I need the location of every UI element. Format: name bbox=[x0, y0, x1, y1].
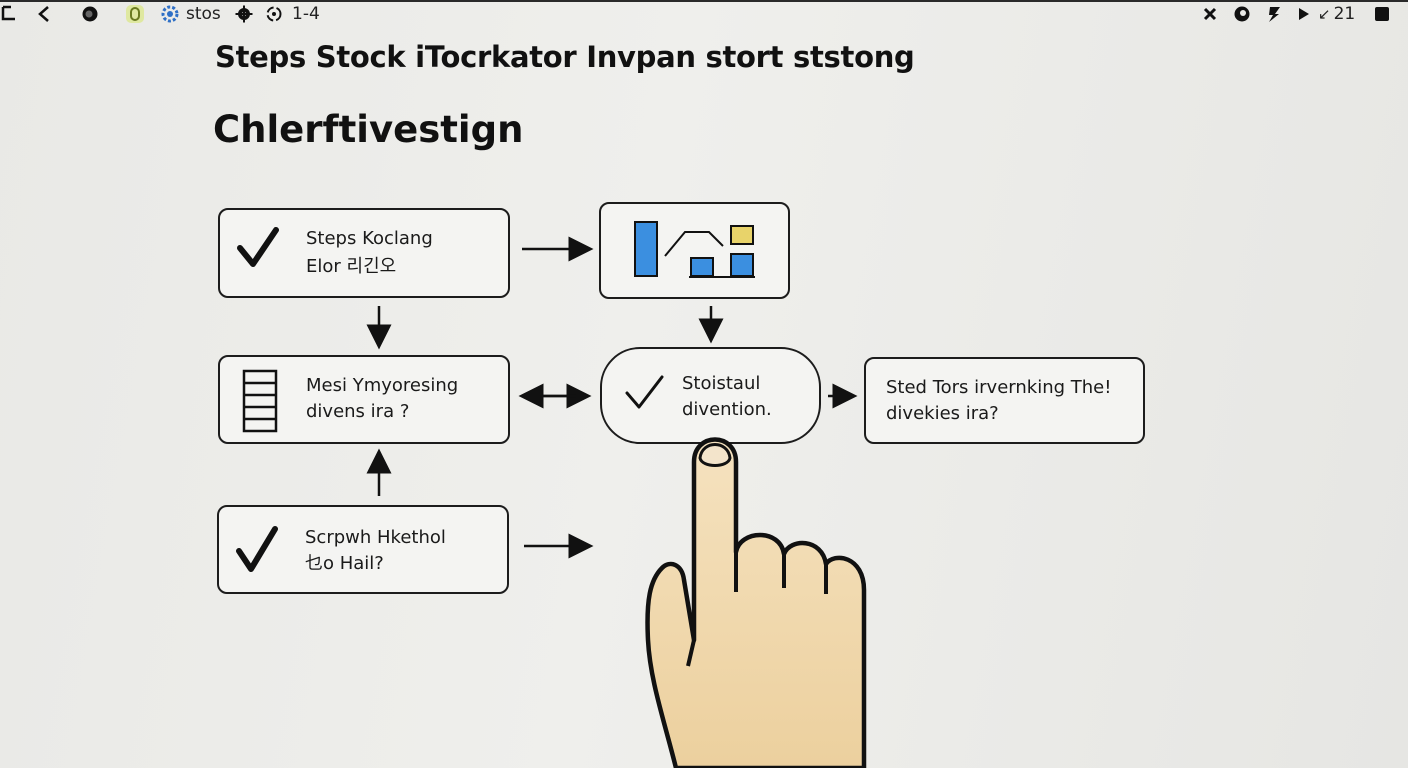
list-icon bbox=[242, 369, 278, 433]
step-3-line-1: Mesi Ymyoresing bbox=[306, 375, 459, 396]
clock-text: ↙21 bbox=[1318, 4, 1356, 24]
sync-icon[interactable] bbox=[264, 3, 284, 25]
page-subtitle: Chlerftivestign bbox=[213, 108, 524, 151]
pointing-hand-icon bbox=[645, 437, 867, 768]
step-5-line-1: Sted Tors irvernking The! bbox=[886, 377, 1112, 398]
app-label: stos bbox=[186, 4, 221, 24]
flow-step-3[interactable]: Mesi Ymyoresing divens ira ? bbox=[218, 355, 510, 444]
gear-icon[interactable] bbox=[234, 3, 254, 25]
step-3-line-2: divens ira ? bbox=[306, 401, 410, 422]
clock-value: 21 bbox=[1333, 4, 1356, 24]
signal-icon bbox=[1264, 3, 1284, 25]
back-icon[interactable] bbox=[34, 3, 54, 25]
app-icon[interactable] bbox=[124, 3, 146, 25]
wifi-icon bbox=[1232, 3, 1252, 25]
step-5-line-2: divekies ira? bbox=[886, 403, 999, 424]
window-icon[interactable] bbox=[0, 3, 18, 25]
bar-chart-icon bbox=[634, 221, 755, 278]
record-icon[interactable] bbox=[80, 3, 100, 25]
step-6-line-1: Scrpwh Hkethol bbox=[305, 527, 446, 548]
page-counter: 1-4 bbox=[292, 4, 320, 24]
page-title: Steps Stock iTocrkator Invpan stort stst… bbox=[215, 40, 915, 74]
battery-icon bbox=[1294, 3, 1314, 25]
checkmark-icon bbox=[237, 227, 279, 267]
screen-top-edge bbox=[0, 0, 1408, 2]
step-6-line-2: 乜o Hail? bbox=[305, 553, 384, 574]
status-bar: stos 1-4 ↙21 bbox=[0, 0, 1408, 30]
flow-step-decision[interactable]: Stoistaul divention. bbox=[600, 347, 821, 444]
flow-step-6[interactable]: Scrpwh Hkethol 乜o Hail? bbox=[217, 505, 509, 594]
battery-level-icon bbox=[1372, 3, 1392, 25]
checkmark-icon bbox=[625, 375, 664, 409]
flow-step-1[interactable]: Steps Koclang Elor 리긴오 bbox=[218, 208, 510, 298]
flow-step-5[interactable]: Sted Tors irvernking The! divekies ira? bbox=[864, 357, 1145, 444]
decision-line-1: Stoistaul bbox=[682, 373, 761, 394]
decision-line-2: divention. bbox=[682, 399, 772, 420]
checkmark-icon bbox=[236, 526, 278, 572]
cross-icon bbox=[1200, 3, 1220, 25]
settings-app-icon[interactable] bbox=[160, 3, 180, 25]
flow-step-chart[interactable] bbox=[599, 202, 790, 299]
step-1-line-2: Elor 리긴오 bbox=[306, 256, 397, 277]
step-1-line-1: Steps Koclang bbox=[306, 228, 433, 249]
